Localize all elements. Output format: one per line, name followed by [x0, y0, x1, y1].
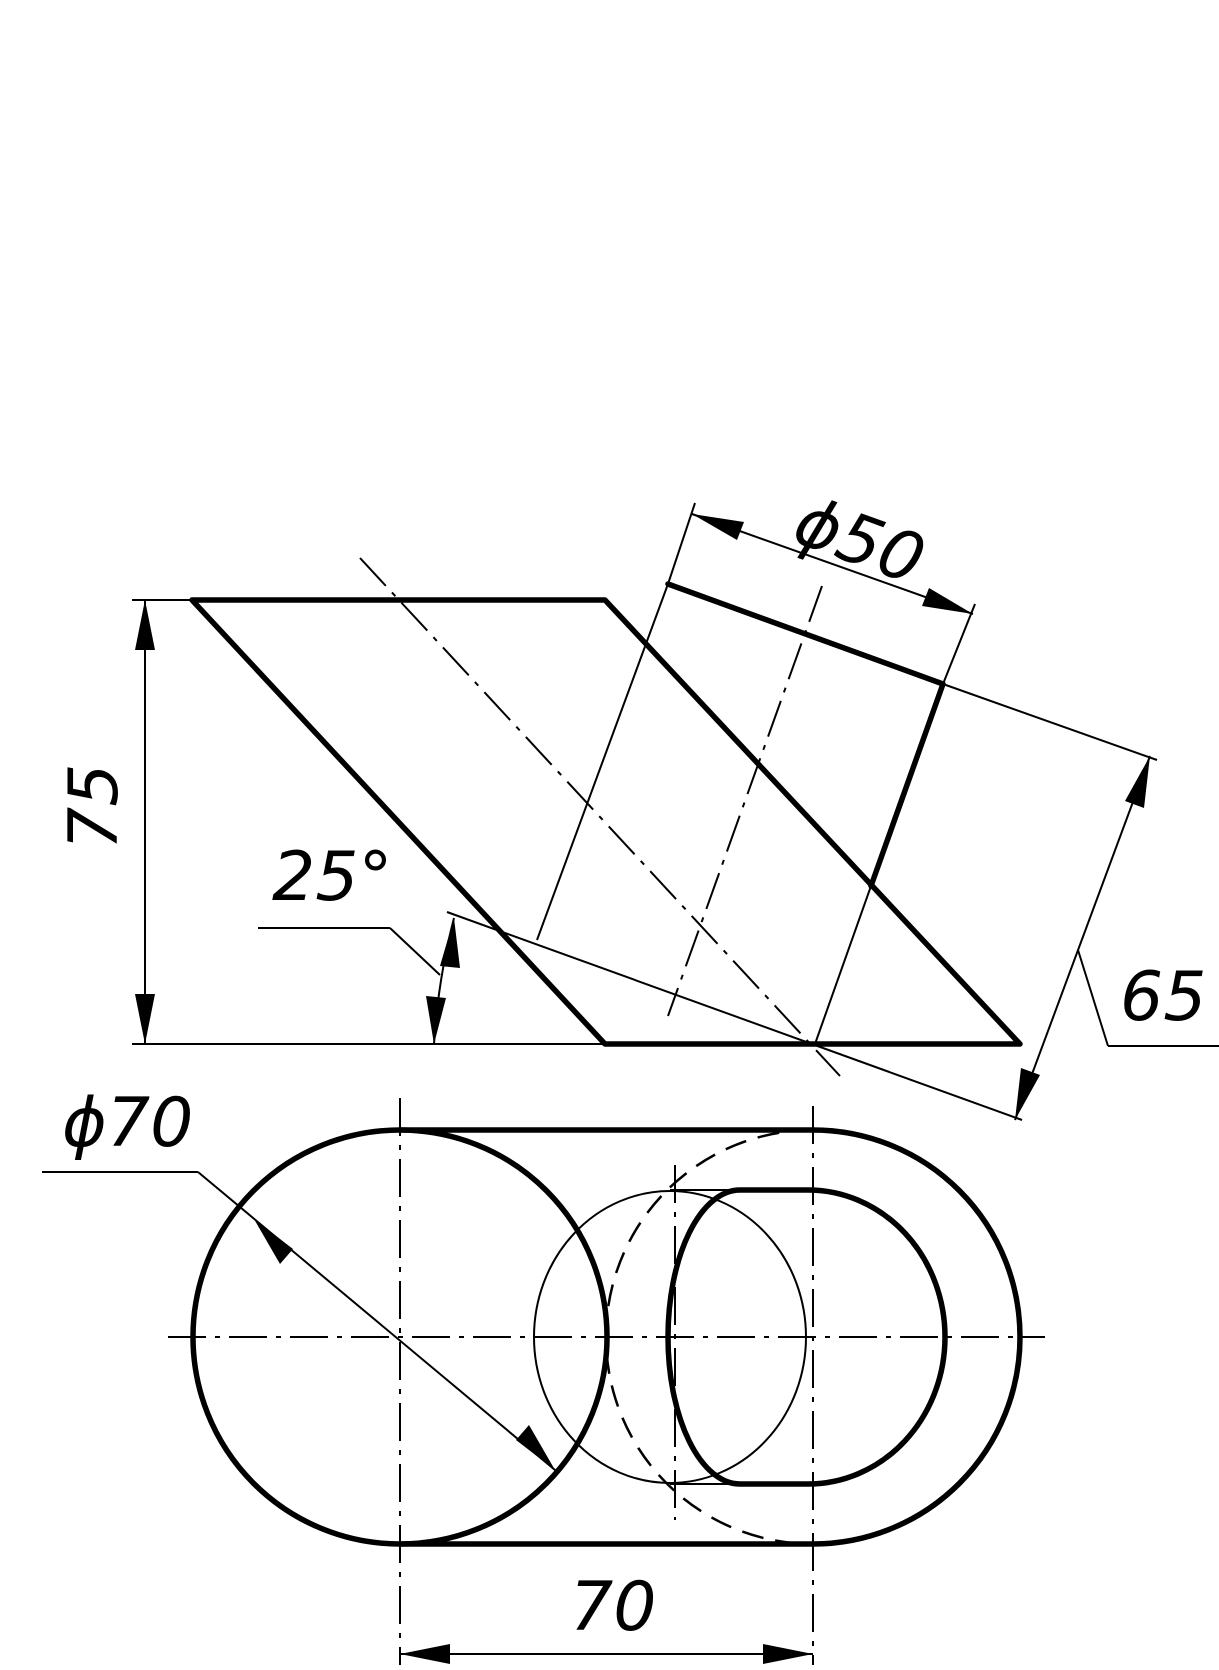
slot-outline — [397, 1127, 1023, 1547]
angle-arrow-bottom — [426, 996, 446, 1044]
phi50-extension-right — [942, 603, 976, 685]
dim75-arrow-top — [135, 600, 155, 650]
dim65-arrow-bottom — [1015, 1068, 1040, 1120]
dimension-25deg: 25° — [258, 838, 460, 1045]
dim65-leader-diagonal — [1077, 949, 1109, 1047]
dim65-arrow-top — [1125, 756, 1150, 808]
angle-leader-diagonal — [389, 927, 441, 976]
dim70-arrow-right — [763, 1644, 813, 1664]
dim75-label: 75 — [55, 763, 134, 850]
prism-center-line — [359, 557, 841, 1077]
angle-label: 25° — [272, 838, 393, 917]
phi50-label: ϕ50 — [784, 482, 934, 601]
angle-arrow-top — [440, 918, 460, 968]
front-outline — [189, 597, 1023, 1047]
phi50-arrow-right — [922, 588, 973, 614]
dim65-extension-top — [942, 683, 1158, 761]
dim70-label: 70 — [570, 1568, 657, 1647]
dimension-65: 65 — [942, 683, 1219, 1121]
front-view — [132, 557, 1023, 1121]
dimension-75: 75 — [55, 599, 192, 1044]
dim65-label: 65 — [1120, 958, 1207, 1037]
dimension-70: 70 — [400, 1568, 813, 1664]
dim70-arrow-left — [400, 1644, 450, 1664]
dim75-arrow-bottom — [135, 994, 155, 1044]
dim65-dimension-line — [1014, 755, 1151, 1121]
dimension-phi70: ϕ70 — [42, 1084, 556, 1471]
cylinder-axis-line — [667, 585, 823, 1017]
dimension-phi50: ϕ50 — [667, 482, 976, 685]
small-bore-outline — [665, 1187, 948, 1487]
cylinder-left-generator — [536, 583, 669, 941]
top-view — [168, 1098, 1045, 1665]
phi70-arrow-upper — [254, 1219, 293, 1264]
cylinder-right-generator — [868, 681, 946, 889]
phi50-extension-left — [667, 502, 696, 585]
angle-ray-line — [446, 911, 1023, 1121]
phi70-dimension-line — [197, 1171, 556, 1471]
phi70-arrow-lower — [516, 1425, 555, 1470]
phi50-arrow-left — [692, 514, 744, 540]
phi70-label: ϕ70 — [62, 1084, 193, 1163]
cylinder-lower-generator — [814, 885, 872, 1045]
